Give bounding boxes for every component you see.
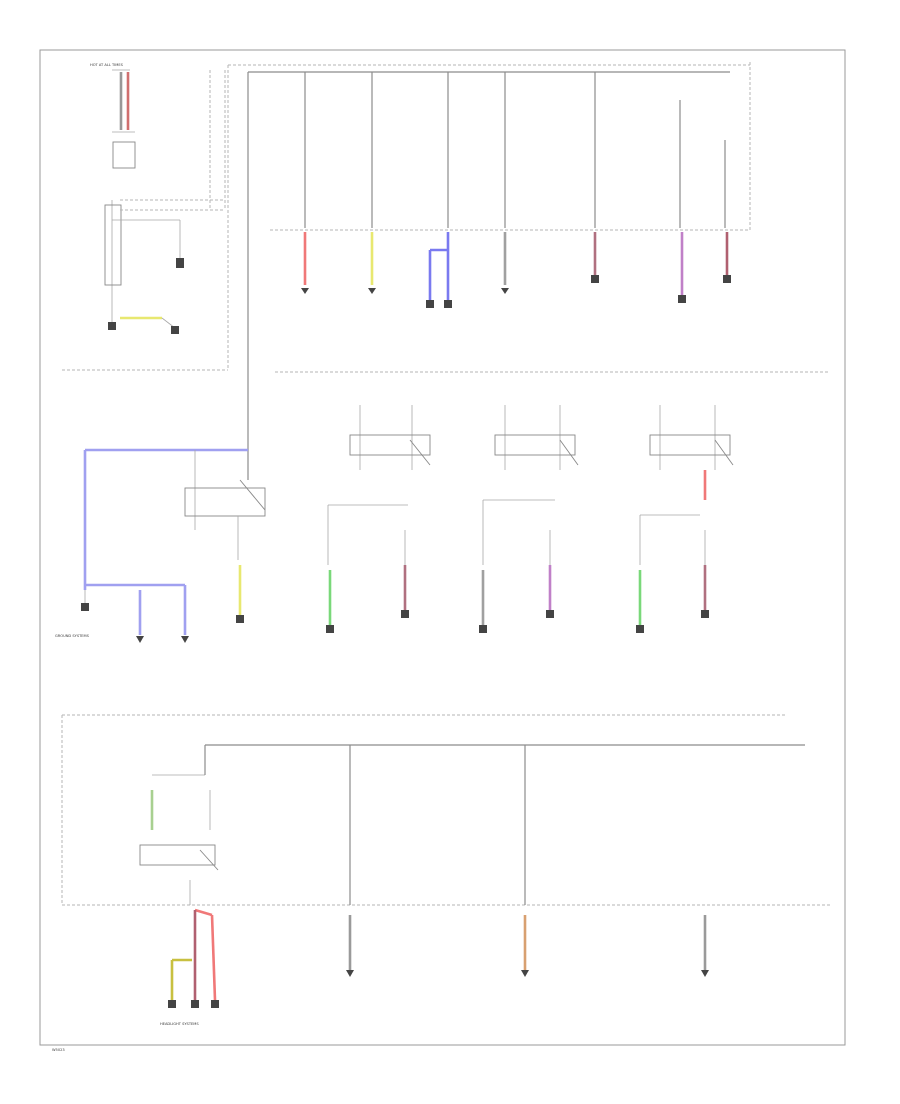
corner-ref-label: W5023 <box>52 1048 65 1052</box>
relay-2 <box>479 405 579 633</box>
connector-icon <box>108 322 116 330</box>
ground-systems-left-label: GROUND SYSTEMS <box>55 634 90 638</box>
top-fuse-bus <box>247 62 751 480</box>
connector-icon <box>171 326 179 334</box>
relay-3 <box>636 405 734 633</box>
bottom-section: HEADLIGHT SYSTEMS <box>61 715 830 1026</box>
headlight-relay-icon <box>139 844 216 866</box>
fuse-icon <box>112 141 136 169</box>
middle-section: GROUND SYSTEMS <box>55 405 734 643</box>
battery-top-label: HOT AT ALL TIMES <box>90 63 124 67</box>
relay-switch-icon <box>184 487 266 517</box>
diagram-frame <box>39 49 846 1046</box>
headlight-systems-label: HEADLIGHT SYSTEMS <box>160 1022 199 1026</box>
ignition-switch-icon <box>104 204 122 286</box>
battery-block: HOT AT ALL TIMES <box>62 63 750 371</box>
connector-icon <box>176 258 184 268</box>
relay-1 <box>326 405 431 633</box>
